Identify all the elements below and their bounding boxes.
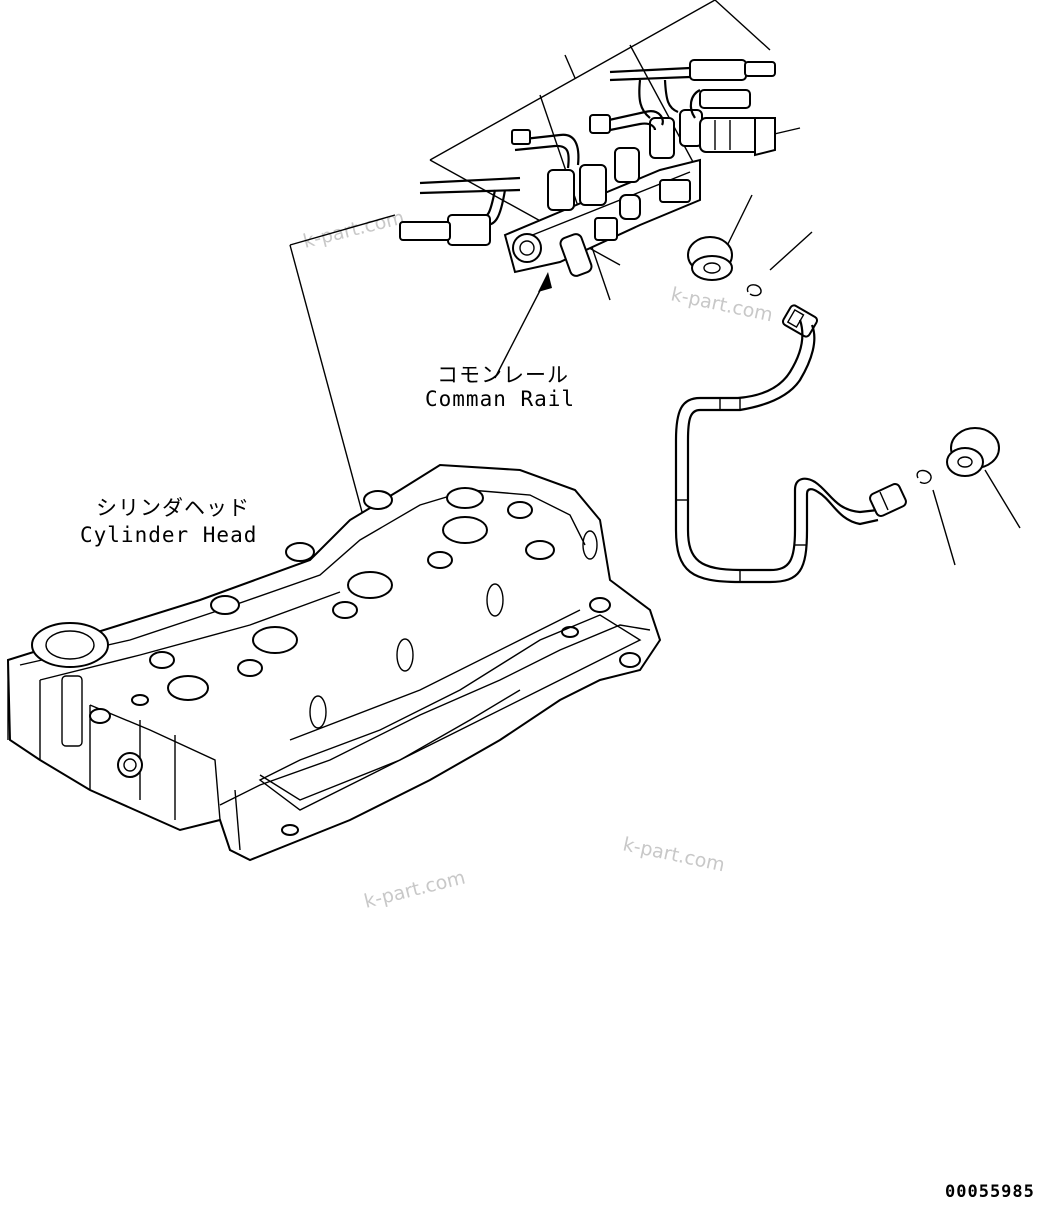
label-cylinder-head-en: Cylinder Head [80,523,257,547]
watermark-1: k-part.com [301,206,407,252]
injector-lines [399,59,776,246]
cylinder-head [6,463,662,862]
drawing-code: 00055985 [945,1182,1035,1202]
label-cylinder-head-jp: シリンダヘッド [96,496,250,520]
watermark-3: k-part.com [621,833,727,876]
watermark-2: k-part.com [669,283,775,326]
clip-upper [746,284,762,297]
label-common-rail-jp: コモンレール [437,363,569,387]
clip-lower [916,469,932,484]
plug-lower [946,427,1000,477]
loose-parts [674,236,1000,584]
harness-connector-lower [869,483,907,517]
common-rail-assembly [399,59,776,277]
wire-harness [674,319,879,584]
leader-lines [289,0,1021,691]
rail-fittings [547,109,703,241]
part-labels: コモンレール Comman Rail シリンダヘッド Cylinder Head [80,363,575,547]
watermark-4: k-part.com [362,866,468,912]
plug-upper [687,236,733,281]
label-common-rail-en: Comman Rail [425,387,575,411]
rail-pressure-sensor [699,117,776,157]
